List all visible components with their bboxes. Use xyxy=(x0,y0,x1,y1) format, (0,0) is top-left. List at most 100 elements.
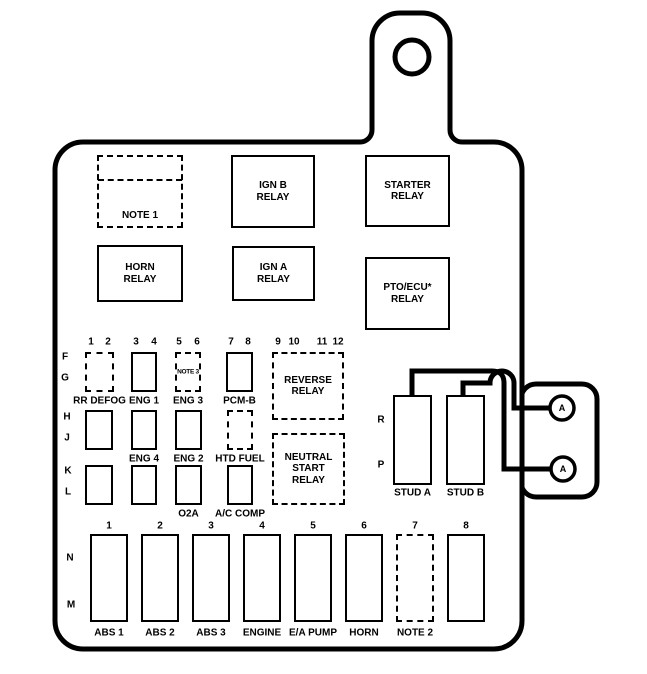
row-letter-j: J xyxy=(64,432,70,444)
terminal-a-upper-label: A xyxy=(558,403,566,413)
fuse-box-fuse-h-j-1 xyxy=(85,410,113,450)
fuse-column-number: 5 xyxy=(176,336,182,348)
fuse-label-abs-1: ABS 1 xyxy=(94,627,124,639)
fuse-label-ea-pump: E/A PUMP xyxy=(289,627,337,639)
row-letter-h: H xyxy=(63,411,71,423)
fuse-label-horn: HORN xyxy=(349,627,379,639)
fuse-box-o2a xyxy=(175,465,202,505)
row-letter-n: N xyxy=(66,552,74,564)
fuse-label-o2a: O2A xyxy=(178,508,199,520)
fuse-number-horn: 6 xyxy=(361,520,367,532)
fuse-box-ea-pump xyxy=(294,534,332,622)
mounting-hole-icon xyxy=(392,37,432,77)
relay-box-pto-ecu-relay: PTO/ECU*RELAY xyxy=(365,257,450,330)
fuse-box-ac-comp xyxy=(227,465,253,505)
row-letter-m: M xyxy=(66,599,76,611)
fuse-box-htd-fuel xyxy=(227,410,253,450)
stud-a-label: STUD A xyxy=(394,487,431,499)
wire-stud-a-to-lower-terminal xyxy=(409,368,551,472)
relay-box-label: RELAY xyxy=(123,273,157,285)
fuse-label-eng-4: ENG 4 xyxy=(128,453,160,465)
row-letter-k: K xyxy=(64,465,72,477)
fuse-box-abs-2 xyxy=(141,534,179,622)
relay-box-label: RELAY xyxy=(391,293,424,305)
fuse-inner-note: NOTE 3 xyxy=(177,368,199,376)
fuse-box-abs-3 xyxy=(192,534,230,622)
fuse-box-eng-1 xyxy=(131,352,157,392)
fuse-column-number: 11 xyxy=(316,336,328,348)
fuse-box-note-2 xyxy=(396,534,434,622)
fuse-label-rr-defog: RR DEFOG xyxy=(73,395,126,407)
row-letter-g: G xyxy=(61,372,69,384)
fuse-column-number: 7 xyxy=(228,336,234,348)
relay-box-label: RELAY xyxy=(257,273,290,285)
fuse-box-fuse-k-l-1 xyxy=(85,465,113,505)
terminal-circle-lower xyxy=(549,455,577,483)
fuse-column-number: 10 xyxy=(288,336,300,348)
relay-box-label: NOTE 1 xyxy=(121,209,159,221)
relay-box-label: IGN B xyxy=(259,180,287,191)
fuse-column-number: 9 xyxy=(275,336,281,348)
fuse-number-ea-pump: 5 xyxy=(310,520,316,532)
relay-box-label: PTO/ECU* xyxy=(383,282,432,293)
fuse-label-abs-2: ABS 2 xyxy=(145,627,175,639)
stud-row-letter-p: P xyxy=(377,459,385,471)
row-letter-l: L xyxy=(64,486,72,498)
fuse-box-fuse-k-l-2 xyxy=(131,465,157,505)
stud-a-box xyxy=(393,395,432,485)
fuse-label-eng-1: ENG 1 xyxy=(128,395,160,407)
fuse-number-abs-1: 1 xyxy=(106,520,112,532)
stud-b-box xyxy=(446,395,485,485)
fuse-box-engine xyxy=(243,534,281,622)
row-letter-f: F xyxy=(61,351,69,363)
fuse-box-abs-1 xyxy=(90,534,128,622)
relay-box-label: NEUTRAL xyxy=(284,451,333,463)
fuse-column-number: 6 xyxy=(194,336,200,348)
fuse-column-number: 2 xyxy=(105,336,111,348)
fuse-column-number: 8 xyxy=(245,336,251,348)
fuse-label-note-2: NOTE 2 xyxy=(396,627,434,639)
fuse-label-abs-3: ABS 3 xyxy=(196,627,226,639)
fuse-column-number: 12 xyxy=(332,336,344,348)
fuse-box-eng-2 xyxy=(175,410,202,450)
fuse-label-htd-fuel: HTD FUEL xyxy=(215,453,265,465)
fuse-column-number: 4 xyxy=(151,336,157,348)
fuse-label-pcm-b: PCM-B xyxy=(223,395,256,407)
fuse-box-fuse-8 xyxy=(447,534,485,622)
relay-box-label: RELAY xyxy=(256,191,290,203)
relay-box-label: RELAY xyxy=(291,386,325,397)
fuse-label-eng-3: ENG 3 xyxy=(172,395,204,407)
relay-box-note-1: NOTE 1 xyxy=(97,155,183,228)
terminal-a-lower-label: A xyxy=(559,464,567,474)
fuse-box-pcm-b xyxy=(226,352,253,392)
fuse-number-fuse-8: 8 xyxy=(463,520,469,532)
stud-b-label: STUD B xyxy=(446,487,485,499)
terminal-circle-upper xyxy=(548,394,576,422)
fuse-box-eng-3: NOTE 3 xyxy=(175,352,201,392)
relay-box-label: START xyxy=(292,463,325,475)
relay-box-label: HORN xyxy=(125,262,155,273)
fuse-label-ac-comp: A/C COMP xyxy=(215,508,265,520)
fuse-number-abs-3: 3 xyxy=(208,520,214,532)
fuse-box-horn xyxy=(345,534,383,622)
fuse-column-number: 3 xyxy=(133,336,139,348)
relay-box-label: RELAY xyxy=(292,474,325,486)
stud-row-letter-r: R xyxy=(377,414,385,426)
relay-box-label: RELAY xyxy=(391,191,424,202)
fuse-number-engine: 4 xyxy=(259,520,265,532)
fuse-box-rr-defog xyxy=(85,352,114,392)
relay-box-label: STARTER xyxy=(384,179,431,191)
fuse-label-eng-2: ENG 2 xyxy=(173,453,204,465)
fuse-column-number: 1 xyxy=(88,336,94,348)
relay-box-label: IGN A xyxy=(259,262,288,273)
fuse-label-engine: ENGINE xyxy=(242,627,282,639)
fuse-number-abs-2: 2 xyxy=(157,520,163,532)
fuse-box-eng-4 xyxy=(131,410,157,450)
